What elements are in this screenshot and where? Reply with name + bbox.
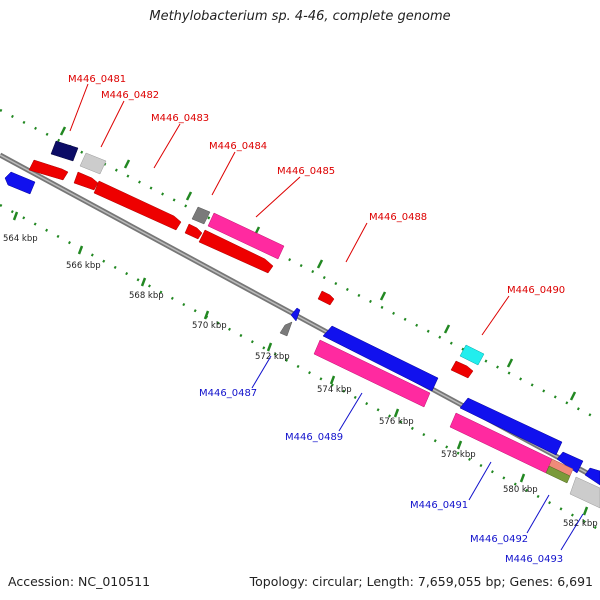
gene-arrow <box>73 171 99 191</box>
gene-arrow <box>322 325 439 392</box>
scale-label: 570 kbp <box>192 321 227 331</box>
gene-label: M446_0491 <box>410 500 468 511</box>
gene-arrow <box>313 339 431 408</box>
gene-arrow <box>545 465 571 484</box>
scale-label: 568 kbp <box>129 291 164 301</box>
gene-arrow <box>279 321 293 337</box>
gene-arrow <box>207 212 285 260</box>
gene-label: M446_0482 <box>101 90 159 101</box>
gene-label: M446_0484 <box>209 141 267 152</box>
gene-label: M446_0487 <box>199 388 257 399</box>
gene-arrow <box>4 171 36 195</box>
gene-label: M446_0492 <box>470 534 528 545</box>
gene-arrow <box>50 140 79 162</box>
forward-genes <box>28 140 485 379</box>
gene-label: M446_0490 <box>507 285 565 296</box>
scale-label: 582 kbp <box>563 519 598 529</box>
scale-label: 566 kbp <box>66 261 101 271</box>
accession-label: Accession: NC_010511 <box>8 574 151 589</box>
forward-label-connectors <box>69 83 510 336</box>
scale-label: 564 kbp <box>3 234 38 244</box>
gene-arrow <box>459 344 485 366</box>
gene-label: M446_0483 <box>151 113 209 124</box>
gene-label: M446_0488 <box>369 212 427 223</box>
map-title: Methylobacterium sp. 4-46, complete geno… <box>149 9 451 24</box>
gene-arrow <box>569 476 600 509</box>
gene-arrow <box>198 229 274 274</box>
gene-arrow <box>79 152 107 175</box>
gene-arrow <box>290 307 301 322</box>
gene-arrow <box>93 180 182 231</box>
gene-label: M446_0481 <box>68 74 126 85</box>
outer-major-ticks <box>59 126 577 401</box>
gene-arrow <box>584 467 600 486</box>
scale-label: 580 kbp <box>503 485 538 495</box>
gene-label: M446_0485 <box>277 166 335 177</box>
gene-arrow <box>450 360 474 379</box>
gene-arrow <box>317 290 335 306</box>
scale-label: 572 kbp <box>255 352 290 362</box>
scale-label: 578 kbp <box>441 450 476 460</box>
gene-arrow <box>459 397 563 456</box>
gene-label: M446_0493 <box>505 554 563 565</box>
inner-major-ticks <box>12 211 589 516</box>
inner-tick-track <box>0 203 600 532</box>
gene-arrow <box>191 206 211 225</box>
gene-arrow <box>28 159 69 181</box>
reverse-label-connectors <box>251 355 584 551</box>
gene-label: M446_0489 <box>285 432 343 443</box>
reverse-genes <box>4 171 600 509</box>
topology-summary: Topology: circular; Length: 7,659,055 bp… <box>249 574 593 589</box>
scale-label: 574 kbp <box>317 385 352 395</box>
scale-label: 576 kbp <box>379 417 414 427</box>
gene-arrow <box>184 223 203 240</box>
